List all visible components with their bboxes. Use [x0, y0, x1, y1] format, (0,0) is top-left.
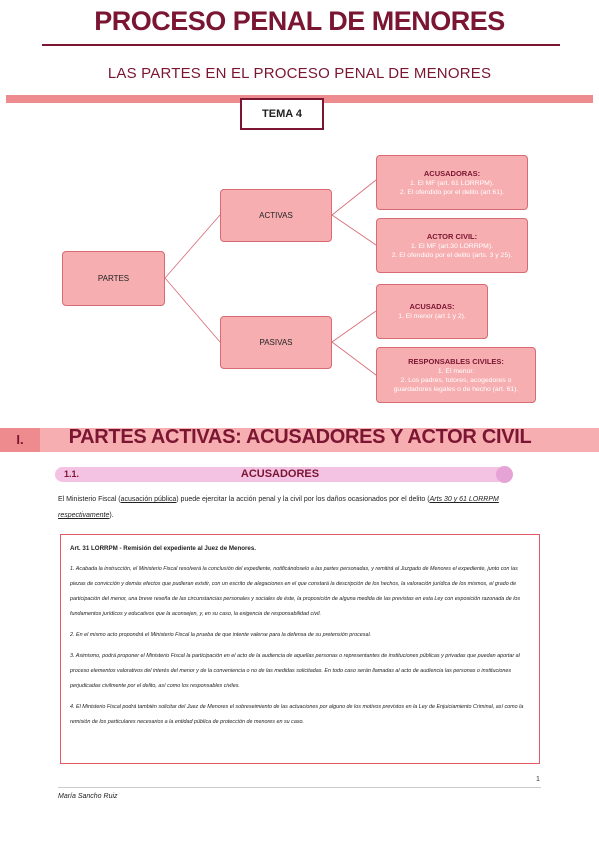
mindmap-node-actor-civil: ACTOR CIVIL: 1. El MF (art.30 LORRPM). 2… — [376, 218, 528, 273]
node-line: 2. El ofendido por el delito (art 61). — [399, 188, 505, 196]
node-line: 1. El MF (art. 61 LORRPM). — [410, 179, 494, 187]
title-underline — [42, 44, 560, 46]
node-line: 1. El menor. — [437, 367, 475, 375]
article-paragraph: 2. En el mismo acto propondrá el Ministe… — [70, 632, 372, 638]
node-heading: RESPONSABLES CIVILES: — [408, 356, 504, 366]
mindmap-node-label: PASIVAS — [259, 338, 293, 347]
intro-text: ) puede ejercitar la acción penal y la c… — [176, 496, 430, 503]
page-number: 1 — [536, 776, 540, 783]
subsection-number: 1.1. — [64, 469, 80, 479]
article-box: Art. 31 LORRPM - Remisión del expediente… — [60, 534, 540, 764]
intro-text: ). — [109, 512, 114, 519]
tema-label: TEMA 4 — [240, 98, 324, 130]
section-number: I. — [0, 428, 40, 452]
mindmap-connectors — [164, 179, 377, 376]
mindmap-node-acusadas: ACUSADAS: 1. El menor (art 1 y 2). — [376, 284, 488, 339]
node-heading: ACUSADORAS: — [423, 168, 481, 178]
node-line: 2. El ofendido por el delito (arts. 3 y … — [391, 251, 513, 259]
mindmap-node-label: PARTES — [97, 274, 130, 283]
section-title: PARTES ACTIVAS: ACUSADORES Y ACTOR CIVIL — [68, 426, 532, 448]
intro-paragraph: El Ministerio Fiscal (acusación pública)… — [58, 492, 538, 524]
node-line: 2. Los padres, tutores, acogedores o — [400, 376, 512, 384]
subsection-dot — [496, 466, 513, 483]
article-paragraph: 1. Acabada la instrucción, el Ministerio… — [70, 566, 521, 617]
node-heading: ACTOR CIVIL: — [426, 231, 478, 241]
mindmap-node-label: ACTIVAS — [259, 211, 293, 220]
page-subtitle: LAS PARTES EN EL PROCESO PENAL DE MENORE… — [107, 65, 492, 82]
mindmap-node-partes: PARTES — [62, 251, 165, 306]
intro-text: El Ministerio Fiscal ( — [58, 496, 121, 503]
intro-link-acusacion: acusación pública — [120, 496, 177, 503]
intro-link-articles: Arts 30 y 61 LORRPM respectivamente — [58, 496, 499, 519]
footer-divider — [58, 787, 541, 788]
mindmap-node-acusadoras: ACUSADORAS: 1. El MF (art. 61 LORRPM). 2… — [376, 155, 528, 210]
mindmap-node-responsables: RESPONSABLES CIVILES: 1. El menor. 2. Lo… — [376, 347, 536, 403]
article-title: Art. 31 LORRPM - Remisión del expediente… — [70, 545, 257, 552]
author-name: María Sancho Ruiz — [58, 793, 118, 800]
section-band — [0, 428, 599, 452]
mindmap-node-activas: ACTIVAS — [220, 189, 332, 242]
subsection-pill — [55, 467, 505, 482]
subsection-title: ACUSADORES — [240, 468, 320, 480]
node-heading: ACUSADAS: — [409, 302, 455, 311]
article-paragraph: 3. Asimismo, podrá proponer el Ministeri… — [70, 653, 520, 689]
mindmap-node-pasivas: PASIVAS — [220, 316, 332, 369]
article-paragraph: 4. El Ministerio Fiscal podrá también so… — [70, 704, 524, 725]
node-line: 1. El menor (art 1 y 2). — [398, 313, 466, 320]
node-line: 1. El MF (art.30 LORRPM). — [411, 242, 493, 250]
node-line: guardadores legales o de hecho (art. 61)… — [393, 385, 519, 393]
page-title: PROCESO PENAL DE MENORES — [94, 6, 505, 36]
